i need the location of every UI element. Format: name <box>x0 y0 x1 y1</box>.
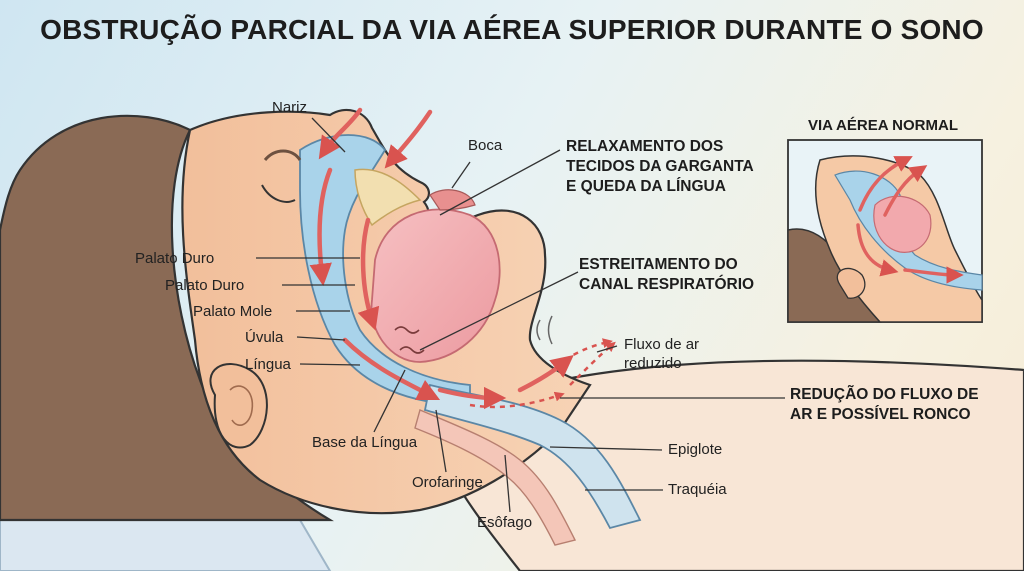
label-esofago: Esôfago <box>477 514 533 531</box>
label-fluxo-reduzido: Fluxo de ar reduzido <box>624 335 699 373</box>
label-epiglote: Epiglote <box>668 441 723 458</box>
inset-illustration <box>787 155 983 323</box>
callout-relaxamento-line-1: RELAXAMENTO DOS <box>566 138 724 155</box>
callout-reducao-line-2: AR E POSSÍVEL RONCO <box>790 406 971 423</box>
ear <box>209 363 268 449</box>
tongue-shape <box>370 208 501 363</box>
label-palato-duro-2: Palato Duro <box>165 277 245 294</box>
leader-lines <box>256 117 785 513</box>
page-title: OBSTRUÇÃO PARCIAL DA VIA AÉREA SUPERIOR … <box>40 14 984 45</box>
snore-squiggles <box>394 326 425 354</box>
label-orofaringe: Orofaringe <box>412 474 483 491</box>
label-palato-duro-1: Palato Duro <box>135 250 215 267</box>
label-palato-mole: Palato Mole <box>193 303 273 320</box>
callout-reducao: REDUÇÃO DO FLUXO DE AR E POSSÍVEL RONCO <box>790 385 979 425</box>
callout-relaxamento-line-3: E QUEDA DA LÍNGUA <box>566 178 726 195</box>
callout-estreitamento: ESTREITAMENTO DO CANAL RESPIRATÓRIO <box>579 255 754 295</box>
hair <box>0 114 334 522</box>
callout-estreitamento-line-1: ESTREITAMENTO DO <box>579 256 738 273</box>
closed-eye <box>261 184 296 203</box>
label-fluxo-line-2: reduzido <box>624 355 682 372</box>
label-base-lingua: Base da Língua <box>312 434 418 451</box>
inset-title: VIA AÉREA NORMAL <box>808 117 958 134</box>
callout-estreitamento-line-2: CANAL RESPIRATÓRIO <box>579 276 755 293</box>
label-uvula: Úvula <box>245 329 284 346</box>
label-fluxo-line-1: Fluxo de ar <box>624 336 700 353</box>
lips <box>429 189 476 211</box>
callout-relaxamento: RELAXAMENTO DOS TECIDOS DA GARGANTA E QU… <box>566 137 754 197</box>
callout-relaxamento-line-2: TECIDOS DA GARGANTA <box>566 158 754 175</box>
label-nariz: Nariz <box>272 99 308 116</box>
hard-palate <box>354 168 422 227</box>
label-lingua: Língua <box>245 356 291 373</box>
snore-marks <box>536 315 553 345</box>
airflow-arrows <box>309 107 574 410</box>
callout-reducao-line-1: REDUÇÃO DO FLUXO DE <box>790 386 979 403</box>
reduced-flow-dashed <box>469 338 616 409</box>
label-traqueia: Traquéia <box>668 481 727 498</box>
label-boca: Boca <box>468 137 503 154</box>
esophagus <box>414 409 577 546</box>
